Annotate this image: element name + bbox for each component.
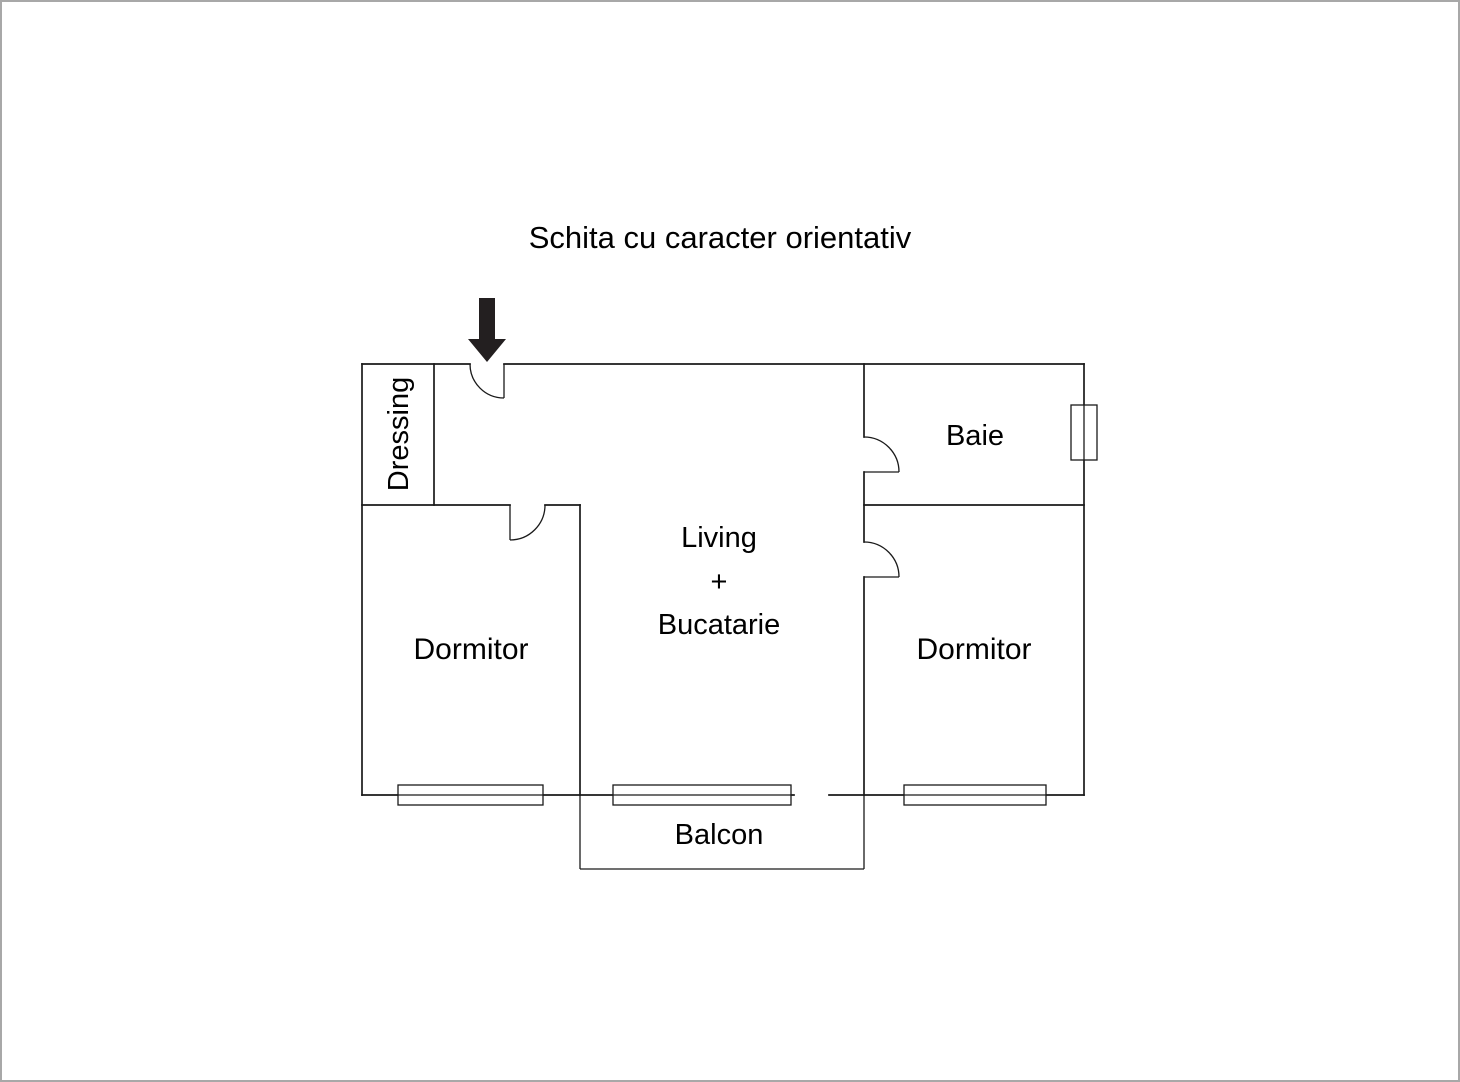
room-label-living-line2: + [711, 566, 728, 598]
entrance-down-arrow-icon [468, 298, 506, 362]
room-label-living-line3: Bucatarie [658, 609, 781, 641]
room-label-dormitor-left: Dormitor [413, 633, 528, 666]
page-title: Schita cu caracter orientativ [529, 220, 912, 255]
baie-door-arc [863, 436, 900, 473]
room-label-dormitor-right: Dormitor [916, 633, 1031, 666]
dormitor-left-door-arc [509, 504, 546, 541]
dormitor-right-door-arc [863, 541, 900, 578]
room-label-dressing: Dressing [383, 377, 415, 491]
room-label-baie: Baie [946, 420, 1004, 452]
windows [397, 404, 1098, 806]
doors [469, 363, 900, 578]
room-label-balcon: Balcon [675, 819, 764, 851]
interior-walls [361, 363, 1085, 796]
entrance-door-arc [469, 363, 505, 399]
balcony-outline [579, 795, 865, 870]
room-label-living-line1: Living [681, 522, 757, 554]
